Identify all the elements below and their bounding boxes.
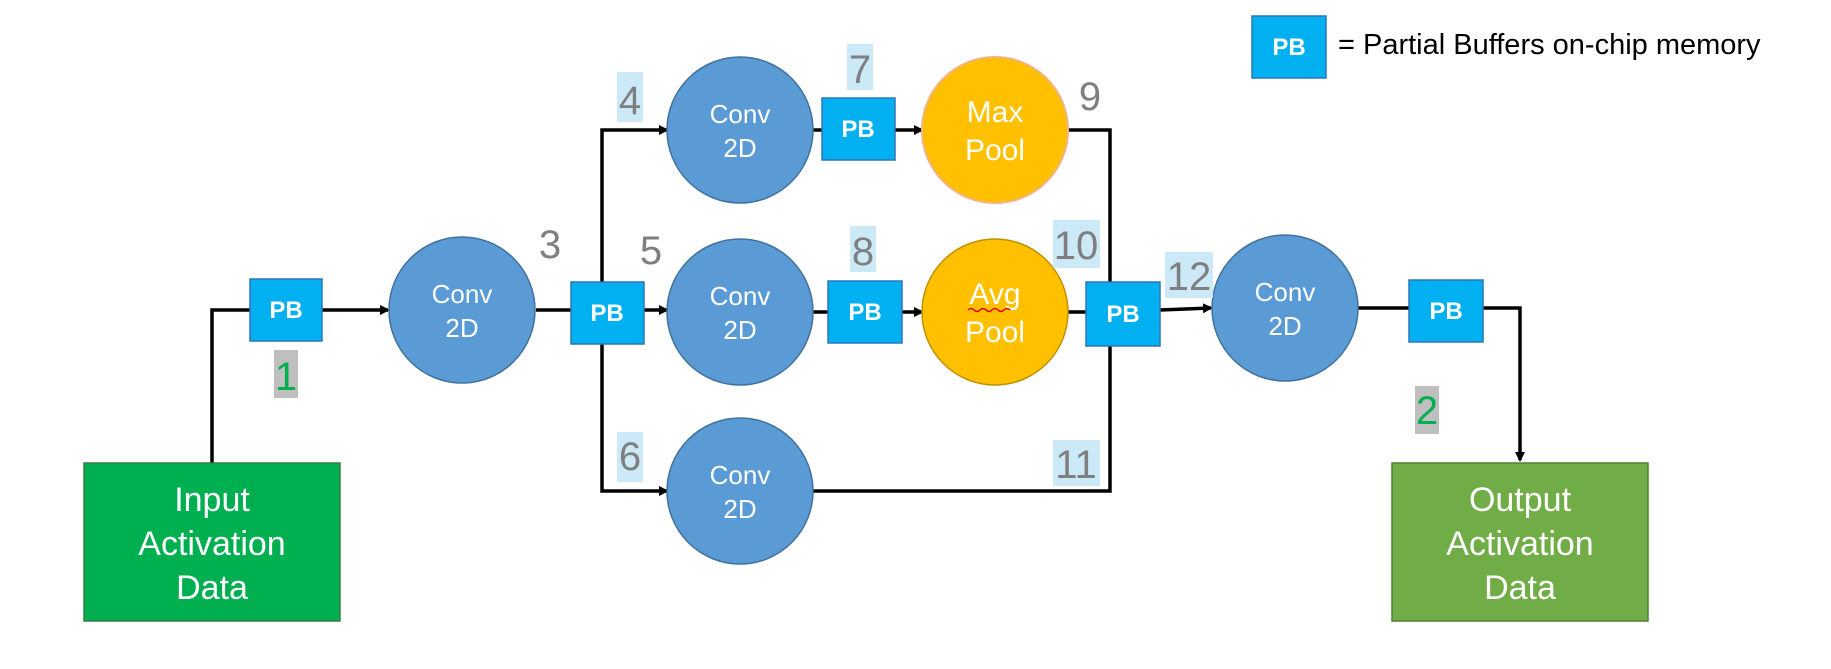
step-number-7: 7	[849, 48, 871, 92]
input-line-1: Input	[174, 481, 250, 519]
partial-buffer-7: PB	[821, 97, 896, 161]
step-number-3: 3	[539, 223, 561, 267]
pb-3-label: PB	[590, 300, 623, 327]
conv-mid-line-1: Conv	[710, 281, 771, 311]
conv-mid-line-2: 2D	[723, 315, 756, 345]
step-number-11: 11	[1055, 443, 1097, 487]
wire-pb3-to-conv-top	[600, 125, 669, 282]
pb-out-label: PB	[1429, 298, 1462, 325]
partial-buffer-1: PB	[249, 278, 323, 342]
legend: PB = Partial Buffers on-chip memory	[1251, 15, 1761, 79]
wire-max-pool-to-pb	[1067, 128, 1112, 282]
partial-buffer-3: PB	[570, 281, 645, 345]
legend-pb-label: PB	[1272, 34, 1305, 61]
conv-final-line-2: 2D	[1268, 311, 1301, 341]
step-numbers: 1 2 3 4 5 6 7 8 9 10 11 12	[274, 44, 1439, 487]
input-activation-box: Input Activation Data	[83, 462, 341, 622]
output-line-3: Data	[1484, 569, 1556, 607]
conv2d-node-bottom: Conv 2D	[666, 417, 814, 565]
output-activation-box: Output Activation Data	[1391, 462, 1649, 622]
input-line-2: Activation	[138, 525, 285, 563]
step-number-6: 6	[619, 435, 641, 479]
avg-pool-node: Avg Pool	[921, 238, 1069, 386]
pb-7-label: PB	[841, 116, 874, 143]
avg-pool-line-1: Avg	[969, 278, 1020, 311]
input-line-3: Data	[176, 569, 248, 607]
pb-8-label: PB	[848, 299, 881, 326]
step-number-12: 12	[1167, 255, 1212, 299]
step-number-10: 10	[1054, 224, 1099, 268]
output-line-2: Activation	[1446, 525, 1593, 563]
step-number-9: 9	[1079, 75, 1101, 119]
pb-1-label: PB	[269, 297, 302, 324]
step-number-5: 5	[640, 229, 662, 273]
step-number-2: 2	[1416, 389, 1438, 433]
conv-a-line-1: Conv	[432, 279, 493, 309]
max-pool-line-1: Max	[967, 96, 1024, 129]
conv-final-line-1: Conv	[1255, 277, 1316, 307]
max-pool-node: Max Pool	[921, 56, 1069, 204]
conv-top-line-1: Conv	[710, 99, 771, 129]
spellcheck-underline	[967, 307, 1011, 313]
partial-buffer-merge: PB	[1085, 281, 1161, 347]
conv2d-node-final: Conv 2D	[1211, 234, 1359, 382]
conv-a-line-2: 2D	[445, 313, 478, 343]
step-number-4: 4	[619, 79, 641, 123]
output-line-1: Output	[1469, 481, 1572, 519]
conv-bottom-line-1: Conv	[710, 460, 771, 490]
pb-merge-label: PB	[1106, 301, 1139, 328]
step-number-1: 1	[275, 355, 297, 399]
partial-buffer-out: PB	[1408, 279, 1484, 343]
legend-description: = Partial Buffers on-chip memory	[1338, 29, 1761, 61]
conv2d-node-top: Conv 2D	[666, 56, 814, 204]
wire-pb3-to-conv-bottom	[600, 344, 669, 496]
partial-buffer-8: PB	[827, 280, 903, 344]
wire-conv-bottom-to-pb	[813, 346, 1112, 493]
conv-bottom-line-2: 2D	[723, 494, 756, 524]
conv2d-node-a: Conv 2D	[388, 236, 536, 384]
wire-pb-to-conv-final	[1159, 303, 1213, 314]
conv-top-line-2: 2D	[723, 133, 756, 163]
step-number-8: 8	[852, 230, 874, 274]
wire-input-to-pb1	[210, 308, 250, 463]
avg-pool-line-2: Pool	[965, 316, 1025, 349]
legend-pb-swatch	[1251, 15, 1327, 79]
connectors	[210, 125, 1525, 496]
max-pool-line-2: Pool	[965, 134, 1025, 167]
wire-pb-to-output	[1483, 306, 1525, 462]
conv2d-node-mid: Conv 2D	[666, 238, 814, 386]
